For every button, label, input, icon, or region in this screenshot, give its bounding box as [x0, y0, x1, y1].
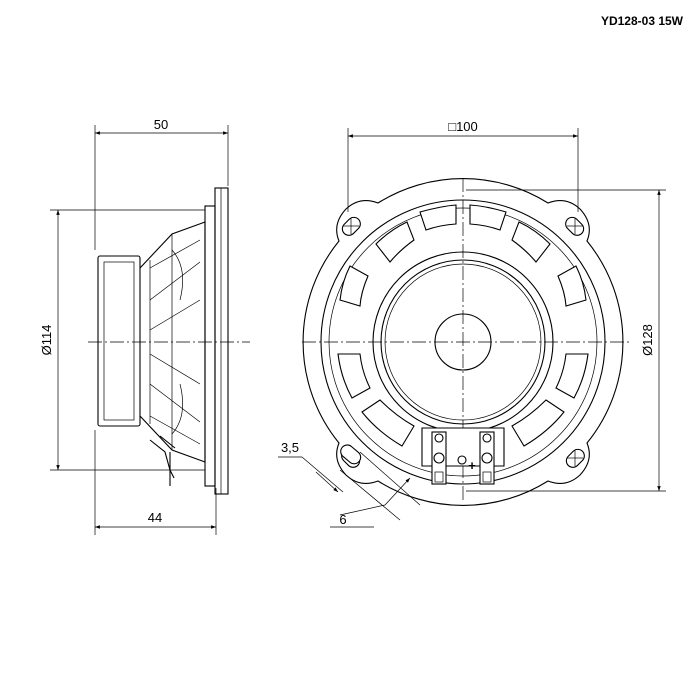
terminal-marker	[457, 455, 467, 465]
magnet-inner	[103, 261, 135, 421]
basket-curves	[171, 249, 183, 435]
side-view: 50 44 Ø114	[39, 117, 250, 535]
magnet	[97, 255, 141, 427]
dim-line-3-5	[315, 471, 339, 493]
cone-edge	[384, 263, 542, 421]
plus-sign: +	[468, 458, 476, 473]
dust-cap	[434, 313, 492, 371]
dim-6-label: 6	[339, 512, 346, 527]
mount-hole	[565, 448, 585, 468]
ext-line	[359, 451, 421, 506]
terminal-block: +	[421, 427, 505, 485]
side-terminal	[149, 435, 176, 479]
front-ring	[214, 187, 229, 495]
dim-square-100-label: □100	[448, 119, 478, 134]
dim-d128-label: Ø128	[640, 324, 655, 356]
frame-outline	[302, 178, 624, 506]
frame-flange	[204, 205, 216, 487]
mount-hole	[341, 216, 361, 236]
terminal-minus	[431, 431, 447, 485]
front-view: + 3,5 6 □100 Ø128	[278, 119, 666, 528]
ext-line	[339, 469, 401, 521]
ext-line	[301, 456, 344, 493]
leader-6	[339, 504, 386, 516]
ring-outer	[320, 199, 606, 485]
dim-3-5-label: 3,5	[281, 440, 299, 455]
dim-line-6	[384, 477, 411, 506]
mount-hole	[565, 216, 585, 236]
slot-detail	[340, 444, 362, 465]
square-value: 100	[456, 119, 478, 134]
dim-50-label: 50	[154, 117, 168, 132]
square-symbol: □	[448, 119, 456, 134]
terminal-plus	[479, 431, 495, 485]
dim-44-label: 44	[148, 510, 162, 525]
dim-d114-label: Ø114	[39, 325, 54, 356]
surround-inner	[380, 259, 546, 425]
model-title: YD128-03 15W	[601, 14, 684, 28]
ring	[328, 207, 598, 477]
basket-windows	[337, 204, 589, 447]
